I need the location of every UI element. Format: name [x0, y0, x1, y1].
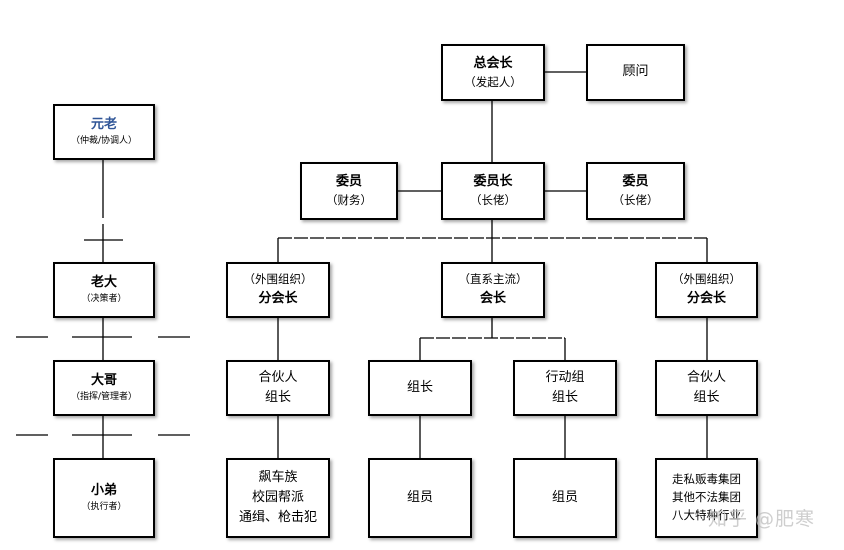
outer-groups-right-line1: 走私贩毒集团 — [672, 472, 741, 487]
big-brother-subtitle: （指挥/管理者） — [70, 392, 138, 403]
outer-groups-right-line3: 八大特种行业 — [672, 507, 741, 522]
outer-groups-right-box: 走私贩毒集团 其他不法集团 八大特种行业 — [655, 458, 758, 538]
underling-title: 小弟 — [90, 482, 117, 498]
branch-head-left-title: 分会长 — [258, 290, 298, 306]
partner-left-box: 合伙人 组长 — [226, 360, 330, 416]
outer-groups-left-line1: 飙车族 — [258, 469, 298, 485]
outer-groups-left-line2: 校园帮派 — [251, 489, 304, 505]
big-brother-box: 大哥 （指挥/管理者） — [53, 360, 155, 416]
member-label: 组员 — [551, 489, 578, 505]
partner-right-line2: 组长 — [693, 390, 720, 405]
committee-chair-title: 委员长 — [473, 174, 513, 190]
partner-right-box: 合伙人 组长 — [655, 360, 758, 416]
committee-member-title: 委员 — [622, 174, 649, 190]
branch-head-left-box: （外围组织） 分会长 — [226, 262, 330, 318]
branch-head-right-subtitle: （外围组织） — [672, 272, 741, 287]
branch-head-right-title: 分会长 — [686, 290, 726, 306]
committee-member-elder-box: 委员 （长佬） — [586, 162, 685, 220]
elder-subtitle: （仲裁/协调人） — [70, 136, 138, 147]
president-subtitle: （发起人） — [464, 74, 522, 89]
chairman-title: 会长 — [479, 290, 506, 306]
elder-title: 元老 — [90, 116, 117, 132]
action-group-line2: 组长 — [551, 390, 578, 405]
member-label: 组员 — [406, 489, 433, 505]
branch-head-right-box: （外围组织） 分会长 — [655, 262, 758, 318]
president-box: 总会长 （发起人） — [441, 44, 545, 101]
big-brother-title: 大哥 — [90, 372, 117, 388]
outer-groups-right-line2: 其他不法集团 — [672, 490, 741, 505]
committee-member-subtitle: （财务） — [326, 193, 372, 208]
elder-box: 元老 （仲裁/协调人） — [53, 104, 155, 160]
member-box-2: 组员 — [513, 458, 617, 538]
advisor-box: 顾问 — [586, 44, 685, 101]
action-group-box: 行动组 组长 — [513, 360, 617, 416]
outer-groups-left-line3: 通缉、枪击犯 — [238, 510, 317, 526]
branch-head-left-subtitle: （外围组织） — [243, 272, 313, 287]
underling-subtitle: （执行者） — [81, 502, 127, 513]
chairman-box: （直系主流） 会长 — [441, 262, 545, 318]
partner-left-line2: 组长 — [264, 390, 291, 405]
boss-subtitle: （决策者） — [81, 294, 127, 305]
underling-box: 小弟 （执行者） — [53, 458, 155, 538]
committee-chair-subtitle: （长佬） — [470, 193, 516, 208]
partner-left-line1: 合伙人 — [258, 369, 298, 385]
president-title: 总会长 — [473, 55, 513, 71]
boss-box: 老大 （决策者） — [53, 262, 155, 318]
member-box-1: 组员 — [368, 458, 472, 538]
boss-title: 老大 — [90, 274, 117, 290]
committee-member-title: 委员 — [335, 174, 362, 190]
committee-member-finance-box: 委员 （财务） — [300, 162, 398, 220]
group-leader-box: 组长 — [368, 360, 472, 416]
group-leader-line1: 组长 — [406, 379, 433, 395]
chairman-subtitle: （直系主流） — [458, 272, 528, 287]
watermark-text: 知乎 @肥寒 — [708, 508, 816, 530]
committee-chair-box: 委员长 （长佬） — [441, 162, 545, 220]
action-group-line1: 行动组 — [545, 369, 585, 385]
advisor-title: 顾问 — [622, 64, 649, 80]
committee-member-subtitle: （长佬） — [612, 193, 659, 208]
outer-groups-left-box: 飙车族 校园帮派 通缉、枪击犯 — [226, 458, 330, 538]
partner-right-line1: 合伙人 — [686, 369, 726, 385]
